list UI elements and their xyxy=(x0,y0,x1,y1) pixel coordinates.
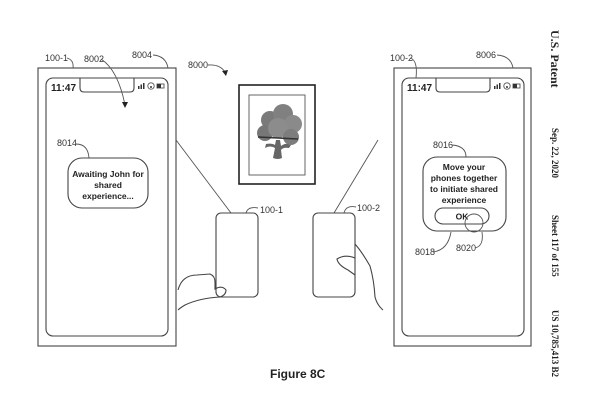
left-arrow-leader xyxy=(100,58,126,106)
battery-icon xyxy=(512,83,521,89)
left-hand xyxy=(177,273,227,311)
center-right-phone xyxy=(312,212,356,298)
right-device: 11:47 100-2 8006 8016 Move your phones t… xyxy=(390,50,532,347)
wifi-icon xyxy=(503,82,511,90)
patent-title: U.S. Patent xyxy=(548,30,562,88)
prompt-line-1: Move your xyxy=(443,162,486,172)
left-screen-label: 8004 xyxy=(132,50,152,60)
right-status-time: 11:47 xyxy=(407,83,432,94)
patent-sheet: Sheet 117 of 155 xyxy=(550,215,560,277)
right-screen-leader xyxy=(496,54,514,69)
left-bubble-leader xyxy=(75,143,90,159)
move-phones-prompt-bubble xyxy=(422,156,507,232)
awaiting-message-bubble xyxy=(67,157,149,209)
ok-button-label[interactable]: OK xyxy=(456,212,470,222)
signal-icon xyxy=(138,83,145,89)
tree-picture-frame xyxy=(238,84,316,185)
left-status-time: 11:47 xyxy=(51,83,76,94)
right-hand-thumb xyxy=(336,255,356,276)
left-device-leader xyxy=(66,57,74,69)
center-left-phone-leader xyxy=(245,207,259,214)
center-right-phone-leader xyxy=(343,206,357,214)
patent-number: US 10,785,413 B2 xyxy=(550,310,560,378)
wifi-icon xyxy=(147,82,155,90)
awaiting-line-3: experience... xyxy=(82,191,134,201)
right-device-leader xyxy=(409,57,417,79)
center-left-phone-group: 100-1 xyxy=(175,139,283,311)
right-device-outer-frame xyxy=(393,67,532,347)
ok-button-ref-label: 8018 xyxy=(415,247,435,257)
left-device-label: 100-1 xyxy=(45,53,68,63)
right-projection-line xyxy=(333,139,379,214)
arrow-head-icon xyxy=(122,102,128,108)
left-device-notch xyxy=(79,78,135,93)
tree-icon xyxy=(257,104,302,159)
patent-date: Sep. 22, 2020 xyxy=(550,128,560,179)
left-bubble-label: 8014 xyxy=(57,138,77,148)
ok-button-ref-leader xyxy=(432,231,452,253)
touch-indicator xyxy=(464,213,484,233)
figure-caption: Figure 8C xyxy=(270,367,326,381)
reference-arrow-icon xyxy=(222,70,228,76)
awaiting-line-2: shared xyxy=(94,180,122,190)
touch-ref-label: 8020 xyxy=(456,243,476,253)
signal-icon xyxy=(494,83,501,89)
right-screen-label: 8006 xyxy=(476,50,496,60)
prompt-line-3: to initiate shared xyxy=(430,184,498,194)
right-device-screen xyxy=(401,77,525,337)
figure-reference-label: 8000 xyxy=(188,60,208,70)
right-hand-back xyxy=(354,243,384,311)
awaiting-line-1: Awaiting John for xyxy=(72,169,144,179)
left-device: 11:47 100-1 8002 8004 8014 Awaiting John… xyxy=(37,50,177,347)
prompt-line-2: phones together xyxy=(431,173,498,183)
battery-icon xyxy=(156,83,165,89)
right-device-label: 100-2 xyxy=(390,53,413,63)
ok-button-shape[interactable] xyxy=(434,207,490,225)
touch-ref-leader xyxy=(474,231,483,249)
left-device-screen xyxy=(45,77,169,337)
prompt-line-4: experience xyxy=(442,195,487,205)
right-device-notch xyxy=(435,78,491,93)
picture-mat xyxy=(248,94,306,176)
ok-button[interactable]: OK xyxy=(434,207,490,225)
left-screen-leader xyxy=(152,54,169,69)
center-right-phone-group: 100-2 xyxy=(312,139,384,311)
center-right-phone-label: 100-2 xyxy=(357,203,380,213)
right-bubble-leader xyxy=(451,144,467,158)
left-projection-line xyxy=(175,139,232,214)
left-arrow-label: 8002 xyxy=(84,54,104,64)
right-bubble-label: 8016 xyxy=(433,140,453,150)
center-left-phone-label: 100-1 xyxy=(260,205,283,215)
center-left-phone xyxy=(215,212,259,298)
patent-side-header: U.S. Patent Sep. 22, 2020 Sheet 117 of 1… xyxy=(548,30,562,378)
left-device-outer-frame xyxy=(37,67,177,347)
